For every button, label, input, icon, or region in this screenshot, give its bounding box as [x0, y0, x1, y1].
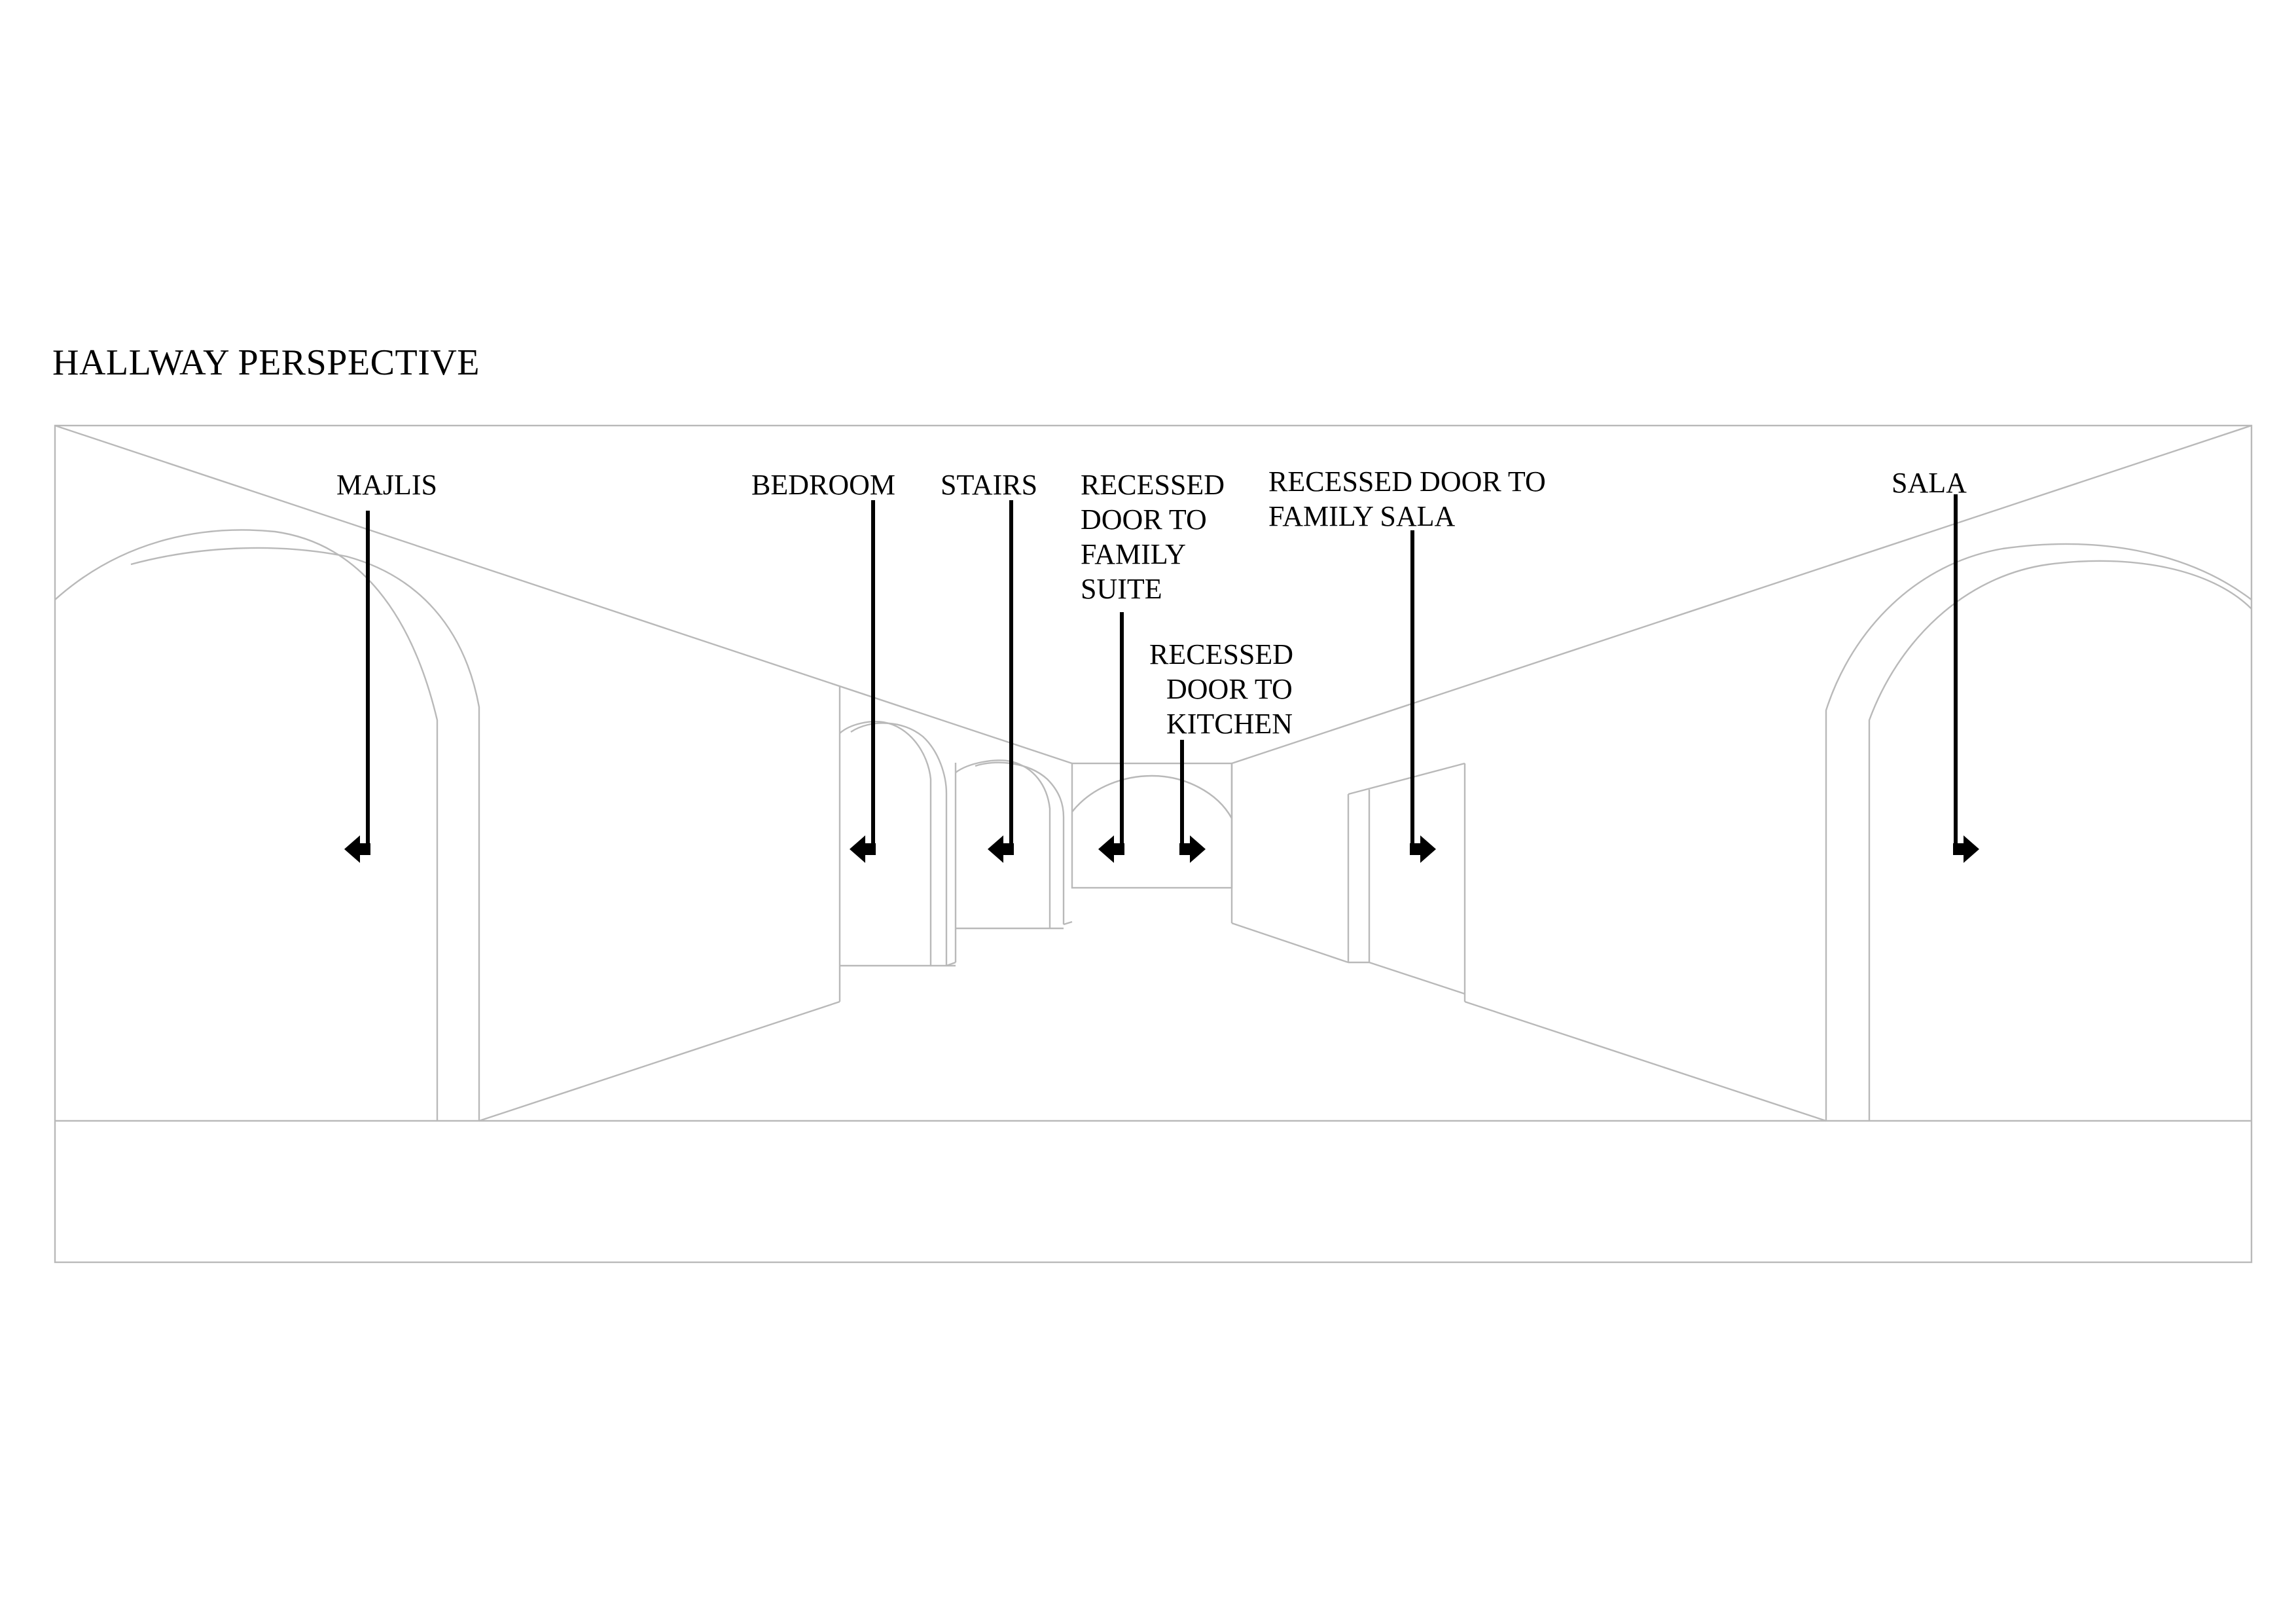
label-stairs: STAIRS [941, 469, 1037, 501]
drawing-frame [54, 424, 2253, 1264]
ceiling-right-diagonal [1231, 424, 2252, 765]
label-bedroom: BEDROOM [751, 469, 895, 501]
label-family-suite-4: SUITE [1081, 573, 1162, 605]
family-sala-door [1347, 762, 1466, 1002]
label-family-suite-1: RECESSED [1081, 469, 1225, 501]
label-family-suite-3: FAMILY [1081, 538, 1186, 570]
label-sala: SALA [1892, 467, 1967, 499]
bedroom-arrow-left-icon [850, 835, 876, 863]
label-kitchen-3: KITCHEN [1166, 708, 1293, 740]
label-kitchen-2: DOOR TO [1166, 673, 1293, 705]
label-majlis: MAJLIS [336, 469, 437, 501]
majlis-arch [54, 529, 840, 1122]
stairs-arrow-left-icon [988, 835, 1014, 863]
right-wall-floor-near [1231, 922, 1349, 964]
end-wall [1071, 762, 1233, 889]
family-suite-arrow-left-icon [1098, 835, 1124, 863]
majlis-arrow-left-icon [344, 835, 370, 863]
sala-arrow-right-icon [1953, 835, 1979, 863]
label-kitchen-1: RECESSED [1149, 638, 1293, 670]
drawing-title: HALLWAY PERSPECTIVE [52, 342, 480, 383]
kitchen-arrow-right-icon [1179, 835, 1206, 863]
label-family-sala-2: FAMILY SALA [1268, 500, 1455, 532]
label-family-sala-1: RECESSED DOOR TO [1268, 465, 1546, 498]
ceiling-left-diagonal [54, 424, 1073, 765]
sala-arch [1825, 543, 2252, 1121]
right-corridor-floor [1464, 1000, 1827, 1122]
family-sala-arrow-right-icon [1410, 835, 1436, 863]
label-family-suite-2: DOOR TO [1081, 503, 1207, 536]
